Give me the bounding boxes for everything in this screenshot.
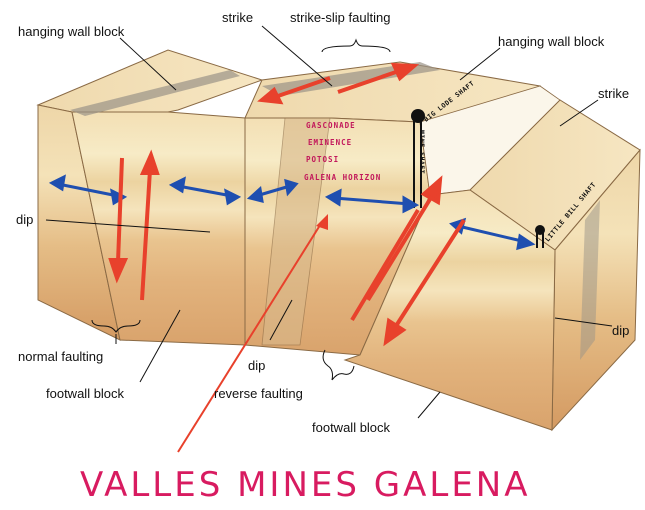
label-mine-shaft: MINE SHAFT xyxy=(418,130,426,174)
normal-arrow-up xyxy=(140,169,152,301)
label-dip-center: dip xyxy=(248,358,265,373)
label-dip-left: dip xyxy=(16,212,33,227)
formation-gasconade: GASCONADE xyxy=(306,121,356,130)
slip-arrows-red xyxy=(108,62,466,347)
label-strike-slip: strike-slip faulting xyxy=(290,10,390,25)
label-footwall-left: footwall block xyxy=(46,386,125,401)
right-gray-stripe xyxy=(580,200,600,360)
left-gray-stripe xyxy=(70,70,240,116)
labels: hanging wall block strike strike-slip fa… xyxy=(16,10,629,435)
formation-list: GASCONADE EMINENCE POTOSI GALENA HORIZON xyxy=(304,121,381,182)
normal-arrow-down xyxy=(116,157,124,263)
formation-galena-horizon: GALENA HORIZON xyxy=(304,173,381,182)
label-footwall-right: footwall block xyxy=(312,420,391,435)
label-hanging-wall-right: hanging wall block xyxy=(498,34,605,49)
little-bill-shaft xyxy=(535,225,545,248)
reverse-arrow-down xyxy=(394,218,466,328)
formation-eminence: EMINENCE xyxy=(308,138,352,147)
diagram-title: VALLES MINES GALENA xyxy=(80,465,531,505)
label-normal-faulting: normal faulting xyxy=(18,349,103,364)
leader-lines xyxy=(45,25,613,419)
left-block-top xyxy=(36,49,264,113)
reverse-arrow-up-1 xyxy=(366,194,434,302)
strike-slip-arrow-right xyxy=(337,70,397,94)
title-pointer xyxy=(177,214,328,453)
dip-arrow-2 xyxy=(177,184,233,198)
center-fault-plane xyxy=(261,117,331,346)
block-right xyxy=(343,85,641,432)
label-strike-top: strike xyxy=(222,10,253,25)
formation-potosi: POTOSI xyxy=(306,155,339,164)
big-lode-shaft xyxy=(411,109,425,208)
dip-arrow-4 xyxy=(333,196,411,206)
label-strike-right: strike xyxy=(598,86,629,101)
strike-slip-arrow-left xyxy=(277,76,331,98)
label-dip-right: dip xyxy=(612,323,629,338)
label-hanging-wall-left: hanging wall block xyxy=(18,24,125,39)
dip-arrow-1 xyxy=(57,182,119,198)
label-reverse-faulting: reverse faulting xyxy=(214,386,303,401)
dip-arrow-5 xyxy=(457,224,527,244)
reverse-arrow-up-2 xyxy=(350,208,420,322)
